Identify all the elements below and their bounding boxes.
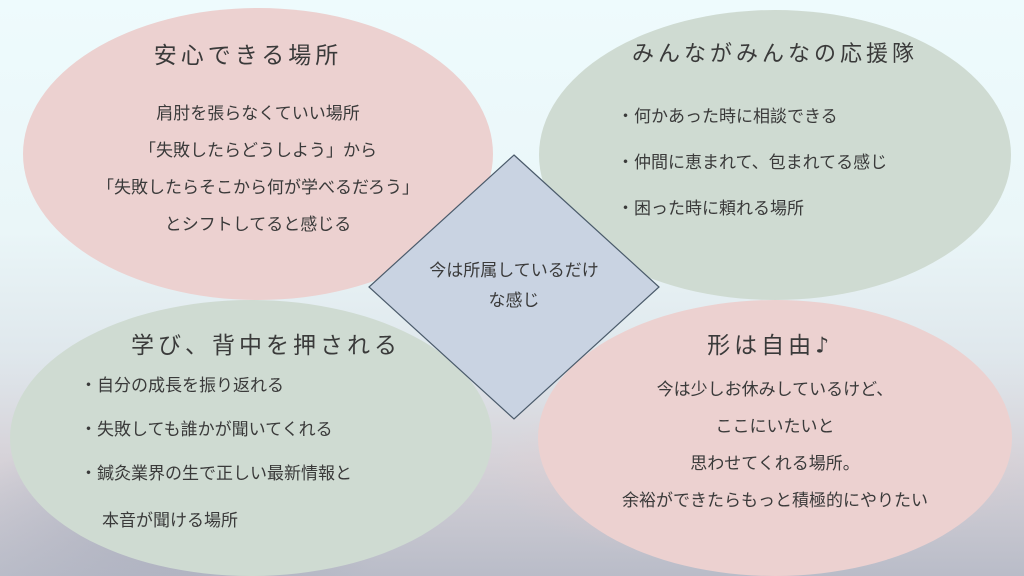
oval-title: 学び、背中を押される xyxy=(131,333,401,359)
oval-safe-place: 安心できる場所 肩肘を張らなくていい場所 「失敗したらどうしよう」から 「失敗し… xyxy=(23,8,493,300)
bullet-list: ・自分の成長を振り返れる ・失敗しても誰かが聞いてくれる ・鍼灸業界の生で正しい… xyxy=(80,364,352,546)
list-item: ・自分の成長を振り返れる xyxy=(80,376,284,396)
oval-title: 安心できる場所 xyxy=(153,43,343,69)
list-item: 本音が聞ける場所 xyxy=(102,511,238,531)
center-text-line: 今は所属しているだけ xyxy=(429,261,599,281)
oval-text-line: 肩肘を張らなくていい場所 xyxy=(156,104,360,124)
list-item: ・仲間に恵まれて、包まれてる感じ xyxy=(617,153,888,173)
list-item: ・失敗しても誰かが聞いてくれる xyxy=(80,420,333,440)
oval-learning: 学び、背中を押される ・自分の成長を振り返れる ・失敗しても誰かが聞いてくれる … xyxy=(10,300,492,576)
center-text: 今は所属しているだけ な感じ xyxy=(392,256,636,316)
oval-title: 形は自由♪ xyxy=(707,333,833,359)
diamond-shape xyxy=(368,154,660,420)
center-diamond: 今は所属しているだけ な感じ xyxy=(368,154,660,420)
oval-text-line: 「失敗したらそこから何が学べるだろう」 xyxy=(97,178,419,198)
list-item: ・困った時に頼れる場所 xyxy=(617,199,804,219)
oval-text-line: とシフトしてると感じる xyxy=(164,215,352,235)
list-item: ・何かあった時に相談できる xyxy=(617,107,838,127)
oval-title: みんながみんなの応援隊 xyxy=(631,42,918,67)
list-item: ・鍼灸業界の生で正しい最新情報と xyxy=(80,464,352,484)
oval-text-line: 「失敗したらどうしよう」から xyxy=(139,141,377,161)
oval-free-form: 形は自由♪ 今は少しお休みしているけど、 ここにいたいと 思わせてくれる場所。 … xyxy=(538,300,1012,576)
oval-text-line: 余裕ができたらもっと積極的にやりたい xyxy=(622,491,928,511)
oval-text-line: 思わせてくれる場所。 xyxy=(690,454,860,474)
oval-text-line: ここにいたいと xyxy=(715,417,835,437)
oval-text-line: 今は少しお休みしているけど、 xyxy=(656,380,894,400)
bullet-list: ・何かあった時に相談できる ・仲間に恵まれて、包まれてる感じ ・困った時に頼れる… xyxy=(617,94,887,232)
center-text-line: な感じ xyxy=(488,291,540,311)
